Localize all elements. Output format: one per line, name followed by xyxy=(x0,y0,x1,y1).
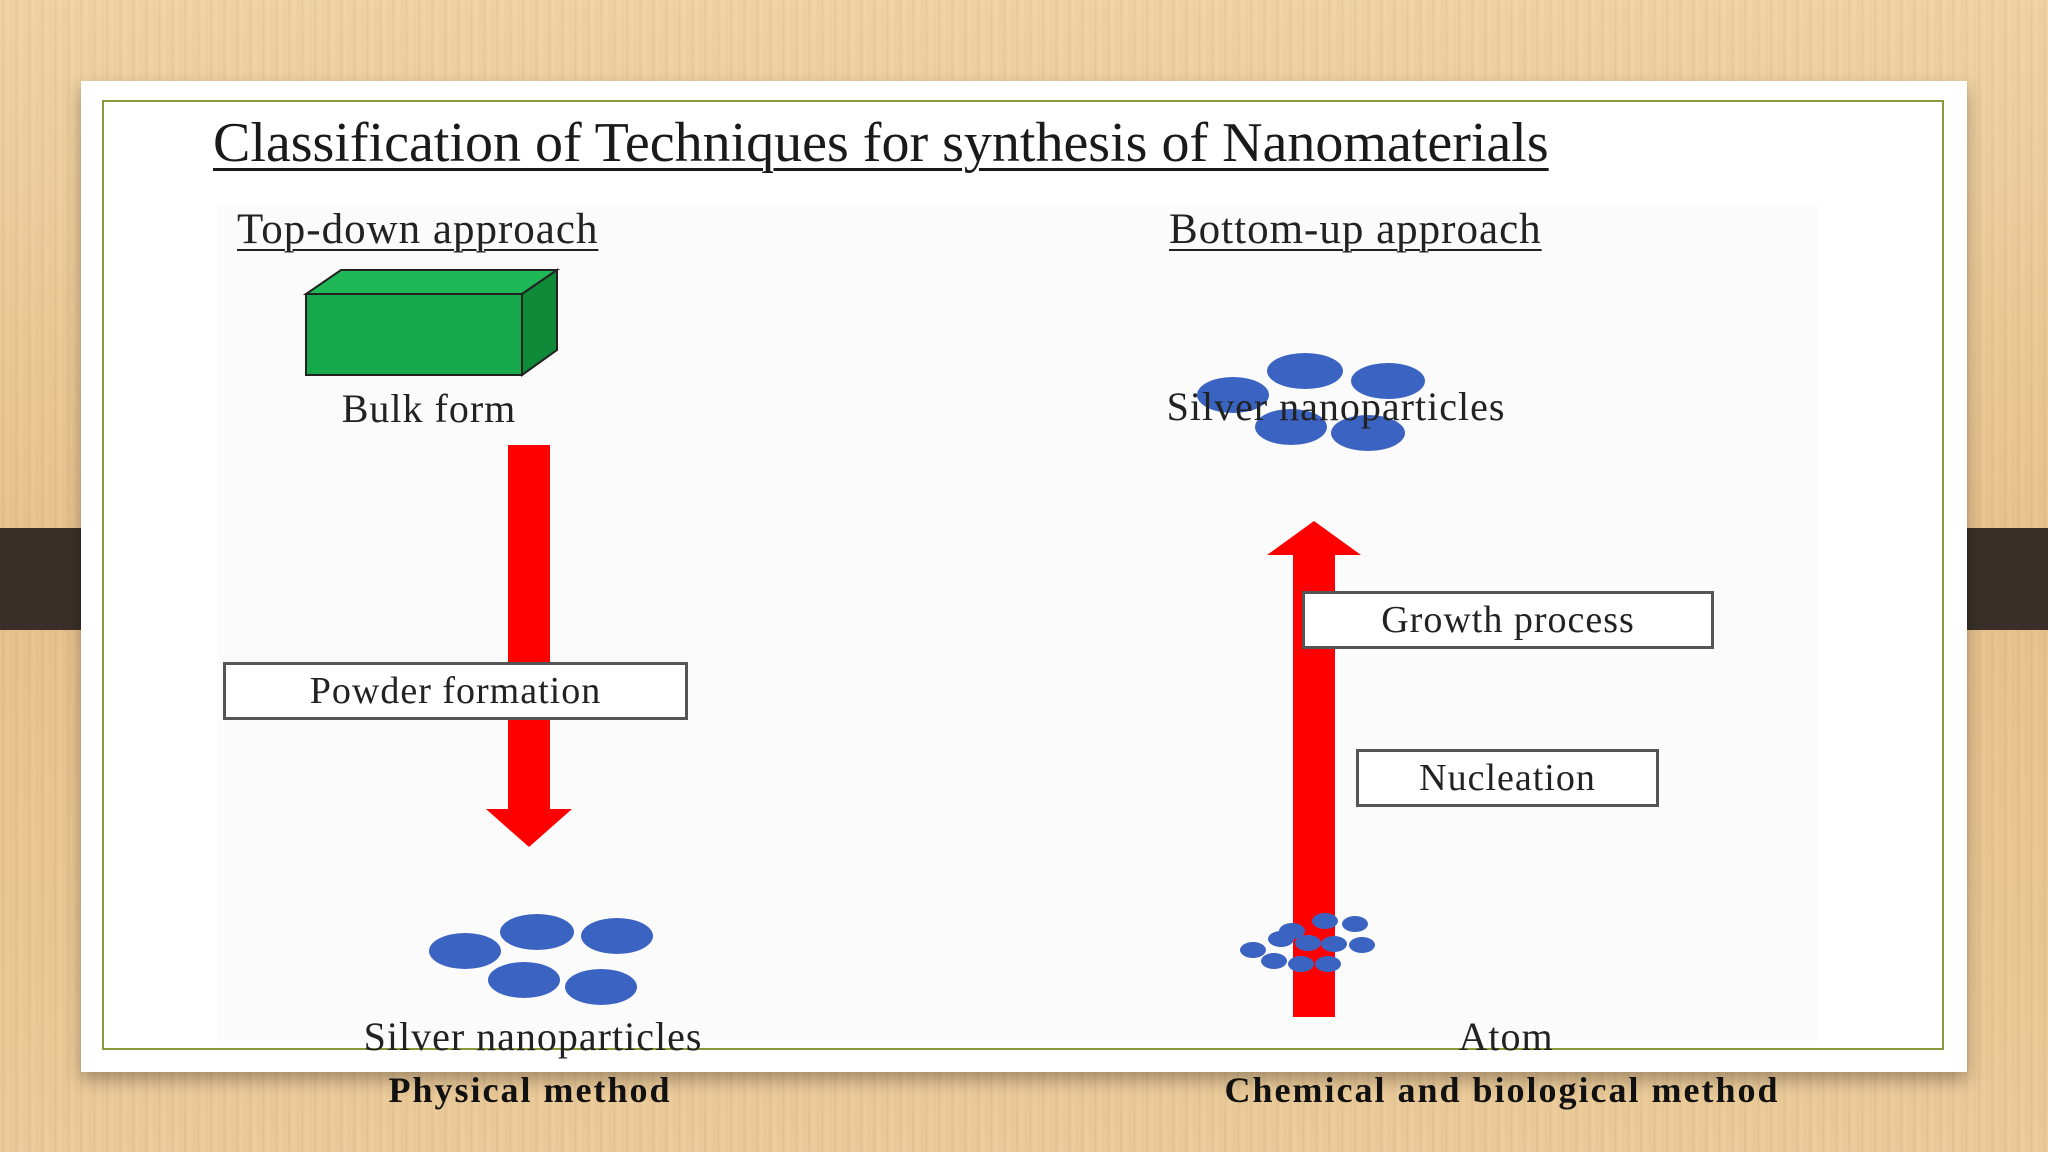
atoms-icon xyxy=(1240,913,1375,972)
top-down-heading: Top-down approach xyxy=(237,206,599,253)
nanoparticles-top-icon xyxy=(1197,353,1425,451)
slide-frame xyxy=(102,100,1944,1050)
physical-method-label: Physical method xyxy=(388,1070,672,1110)
nucleation-box: Nucleation xyxy=(1356,749,1659,807)
slide-title: Classification of Techniques for synthes… xyxy=(213,112,1549,174)
atom-label: Atom xyxy=(1458,1014,1554,1059)
diagram-figure: Top-down approach Bottom-up approach Bul… xyxy=(217,205,1817,1110)
growth-process-box: Growth process xyxy=(1302,591,1714,649)
slide: Classification of Techniques for synthes… xyxy=(81,81,1967,1110)
nanoparticles-icon xyxy=(429,914,653,1005)
bottom-up-heading: Bottom-up approach xyxy=(1169,206,1542,253)
bottom-up-result-label: Silver nanoparticles xyxy=(1166,384,1506,429)
bulk-form-label: Bulk form xyxy=(341,386,517,431)
chemical-biological-method-label: Chemical and biological method xyxy=(1224,1070,1780,1110)
down-arrow-icon xyxy=(486,445,572,847)
powder-formation-box: Powder formation xyxy=(223,662,688,720)
top-down-result-label: Silver nanoparticles xyxy=(363,1014,703,1059)
bulk-block-icon xyxy=(302,268,561,377)
